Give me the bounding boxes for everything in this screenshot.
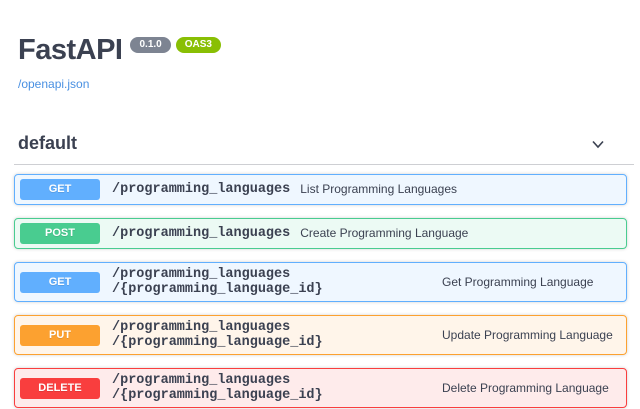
- tag-name: default: [18, 133, 78, 153]
- operations-list: GET /programming_languages List Programm…: [0, 165, 640, 408]
- endpoint-path: /programming_languages /{programming_lan…: [112, 373, 432, 403]
- tag-section-header-default[interactable]: default: [14, 133, 634, 165]
- endpoint-description: Get Programming Language: [442, 274, 594, 289]
- path-line-1: /programming_languages: [112, 226, 291, 241]
- path-line-1: /programming_languages: [112, 267, 291, 282]
- path-line-1: /programming_languages: [112, 373, 291, 388]
- endpoint-description: List Programming Languages: [300, 182, 457, 197]
- method-badge: DELETE: [20, 377, 100, 399]
- endpoint-description: Create Programming Language: [300, 226, 469, 241]
- endpoint-path: /programming_languages /{programming_lan…: [112, 320, 432, 350]
- endpoint-path: /programming_languages: [112, 226, 290, 241]
- path-line-2: /{programming_language_id}: [112, 388, 323, 403]
- method-badge: GET: [20, 179, 100, 200]
- endpoint-path: /programming_languages: [112, 182, 290, 197]
- endpoint-description: Update Programming Language: [442, 327, 613, 342]
- version-badge: 0.1.0: [130, 37, 171, 53]
- method-badge: GET: [20, 271, 100, 293]
- opblock-put-update[interactable]: PUT /programming_languages /{programming…: [14, 315, 627, 355]
- openapi-spec-link[interactable]: /openapi.json: [18, 77, 90, 91]
- path-line-1: /programming_languages: [112, 182, 291, 197]
- path-line-2: /{programming_language_id}: [112, 282, 323, 297]
- api-title: FastAPI: [18, 34, 123, 66]
- endpoint-path: /programming_languages /{programming_lan…: [112, 267, 432, 297]
- method-badge: POST: [20, 223, 100, 244]
- opblock-post-create[interactable]: POST /programming_languages Create Progr…: [14, 218, 627, 249]
- api-info-header: FastAPI 0.1.0 OAS3 /openapi.json: [0, 0, 640, 93]
- opblock-get-list[interactable]: GET /programming_languages List Programm…: [14, 174, 627, 205]
- opblock-delete[interactable]: DELETE /programming_languages /{programm…: [14, 368, 627, 408]
- path-line-1: /programming_languages: [112, 320, 291, 335]
- api-badges: 0.1.0 OAS3: [130, 37, 221, 53]
- oas3-badge: OAS3: [175, 37, 221, 53]
- method-badge: PUT: [20, 324, 100, 346]
- chevron-down-icon[interactable]: [590, 136, 606, 152]
- endpoint-description: Delete Programming Language: [442, 380, 609, 395]
- opblock-get-one[interactable]: GET /programming_languages /{programming…: [14, 262, 627, 302]
- path-line-2: /{programming_language_id}: [112, 335, 323, 350]
